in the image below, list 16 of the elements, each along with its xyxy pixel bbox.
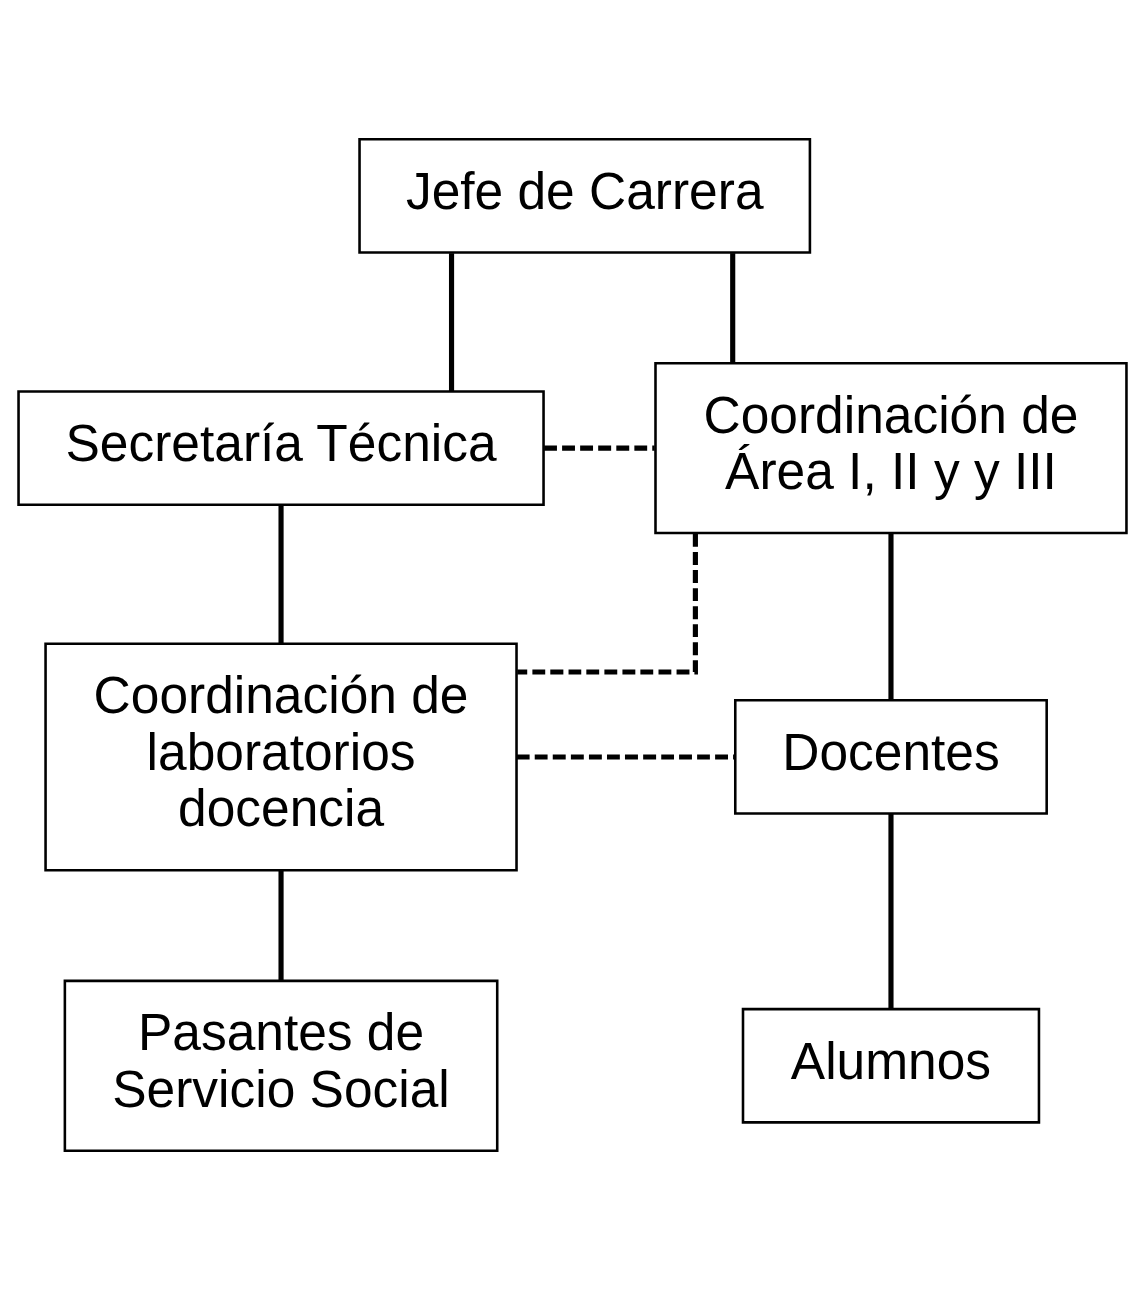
node-box: Jefe de Carrera bbox=[358, 138, 812, 254]
connector bbox=[888, 533, 894, 701]
connector bbox=[278, 504, 284, 644]
connector bbox=[278, 870, 284, 981]
connector bbox=[517, 534, 698, 675]
connector bbox=[730, 253, 736, 363]
node-box: Pasantes de Servicio Social bbox=[63, 979, 499, 1152]
node-box: Secretaría Técnica bbox=[17, 390, 545, 507]
connector bbox=[888, 813, 894, 1009]
connector bbox=[544, 445, 655, 451]
node-box: Coordinación de Área I, II y y III bbox=[654, 361, 1128, 535]
connector bbox=[448, 253, 455, 392]
node-box: Docentes bbox=[734, 699, 1048, 815]
node-box: Alumnos bbox=[741, 1007, 1041, 1124]
node-box: Coordinación de laboratorios docencia bbox=[44, 642, 518, 872]
connector bbox=[516, 754, 735, 760]
